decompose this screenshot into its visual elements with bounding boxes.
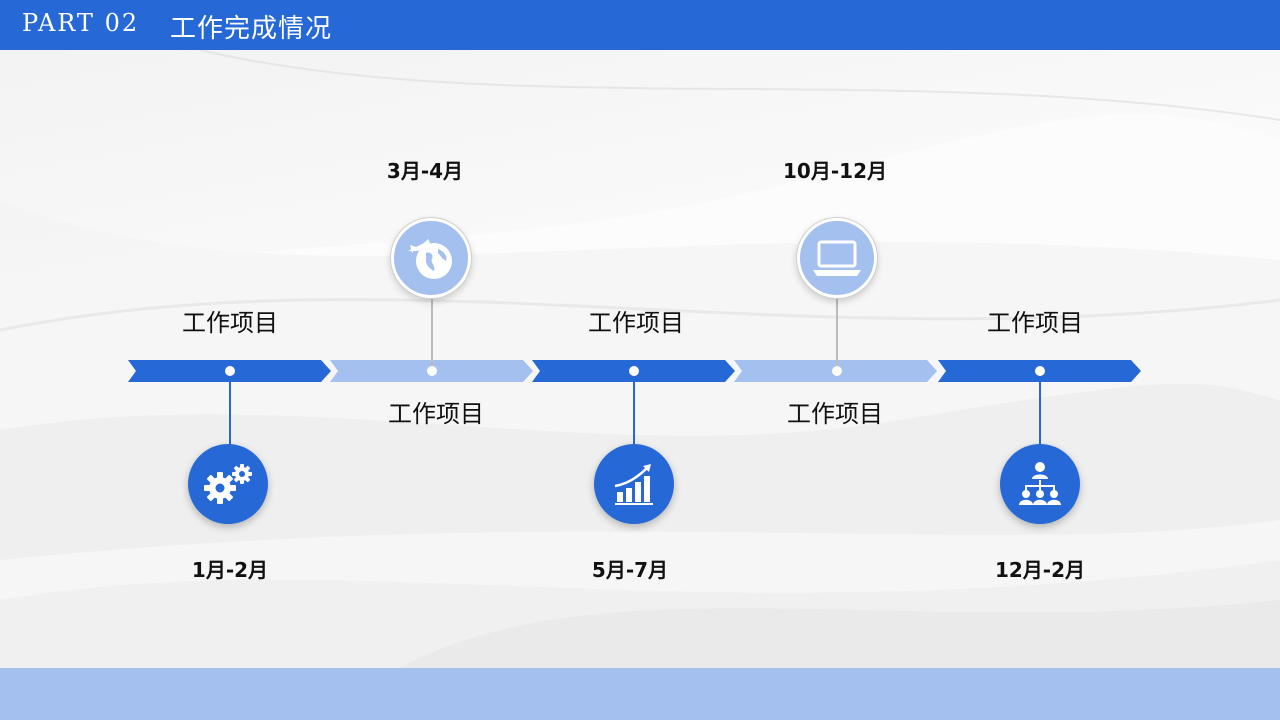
timeline-dot-4 xyxy=(832,366,842,376)
timeline-dot-3 xyxy=(629,366,639,376)
milestone-circle-4 xyxy=(797,218,877,298)
timeline-dot-5 xyxy=(1035,366,1045,376)
timeline-dot-1 xyxy=(225,366,235,376)
timeline-label-1: 工作项目 xyxy=(182,309,278,337)
page-title: 工作完成情况 xyxy=(170,14,333,44)
growth-chart-icon xyxy=(614,464,653,505)
footer-bar xyxy=(0,668,1280,720)
timeline-label-2: 工作项目 xyxy=(388,400,484,428)
globe-rocket-icon xyxy=(408,239,452,279)
org-chart-icon xyxy=(1019,462,1061,505)
connector-line-1 xyxy=(229,371,231,445)
timeline-date-3: 5月-7月 xyxy=(591,558,669,582)
timeline-label-5: 工作项目 xyxy=(987,309,1083,337)
section-number: PART 02 xyxy=(22,9,140,37)
laptop-icon xyxy=(813,240,861,276)
milestone-circle-5 xyxy=(1000,444,1080,524)
timeline-date-5: 12月-2月 xyxy=(994,558,1086,582)
timeline-dot-2 xyxy=(427,366,437,376)
milestone-circle-2 xyxy=(391,218,471,298)
timeline-date-4: 10月-12月 xyxy=(783,159,887,183)
connector-line-2 xyxy=(431,298,433,370)
milestone-circle-1 xyxy=(188,444,268,524)
connector-line-5 xyxy=(1039,371,1041,445)
timeline-label-4: 工作项目 xyxy=(787,400,883,428)
timeline-date-2: 3月-4月 xyxy=(386,159,464,183)
timeline-date-1: 1月-2月 xyxy=(191,558,269,582)
connector-line-4 xyxy=(836,298,838,370)
header-bar: PART 02 工作完成情况 xyxy=(0,0,1280,50)
gears-icon xyxy=(204,464,252,504)
milestone-circle-3 xyxy=(594,444,674,524)
connector-line-3 xyxy=(633,371,635,445)
timeline-label-3: 工作项目 xyxy=(588,309,684,337)
